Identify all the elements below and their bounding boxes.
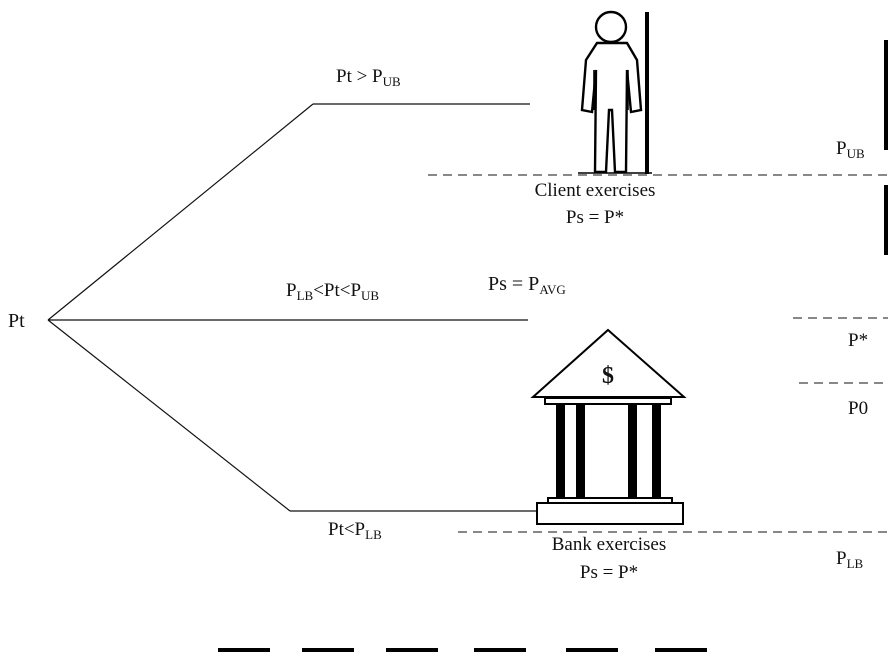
client-person-icon <box>578 12 652 174</box>
strike-level-label: P* <box>848 330 868 351</box>
root-label: Pt <box>8 310 25 332</box>
lower-bound-level-label: PLB <box>836 548 864 571</box>
middle-branch-label: PLB<Pt<PUB <box>286 280 379 303</box>
bank-caption: Bank exercises <box>552 534 666 555</box>
right-edge-mark-middle <box>884 185 888 255</box>
upper-branch-diagonal <box>48 104 313 320</box>
bank-dollar-symbol: $ <box>602 363 614 389</box>
bank-settlement-formula: Ps = P* <box>580 562 638 583</box>
right-edge-mark-upper <box>884 40 888 150</box>
upper-bound-level-label: PUB <box>836 138 865 161</box>
bank-building-icon <box>533 330 684 524</box>
lower-branch-diagonal <box>48 320 290 511</box>
lower-branch-label: Pt<PLB <box>328 519 382 542</box>
client-settlement-formula: Ps = P* <box>566 207 624 228</box>
bottom-edge-marks <box>218 648 707 652</box>
upper-branch-label: Pt > PUB <box>336 66 401 89</box>
average-settlement-formula: Ps = PAVG <box>488 273 566 297</box>
initial-level-label: P0 <box>848 398 868 419</box>
client-caption: Client exercises <box>535 180 656 201</box>
